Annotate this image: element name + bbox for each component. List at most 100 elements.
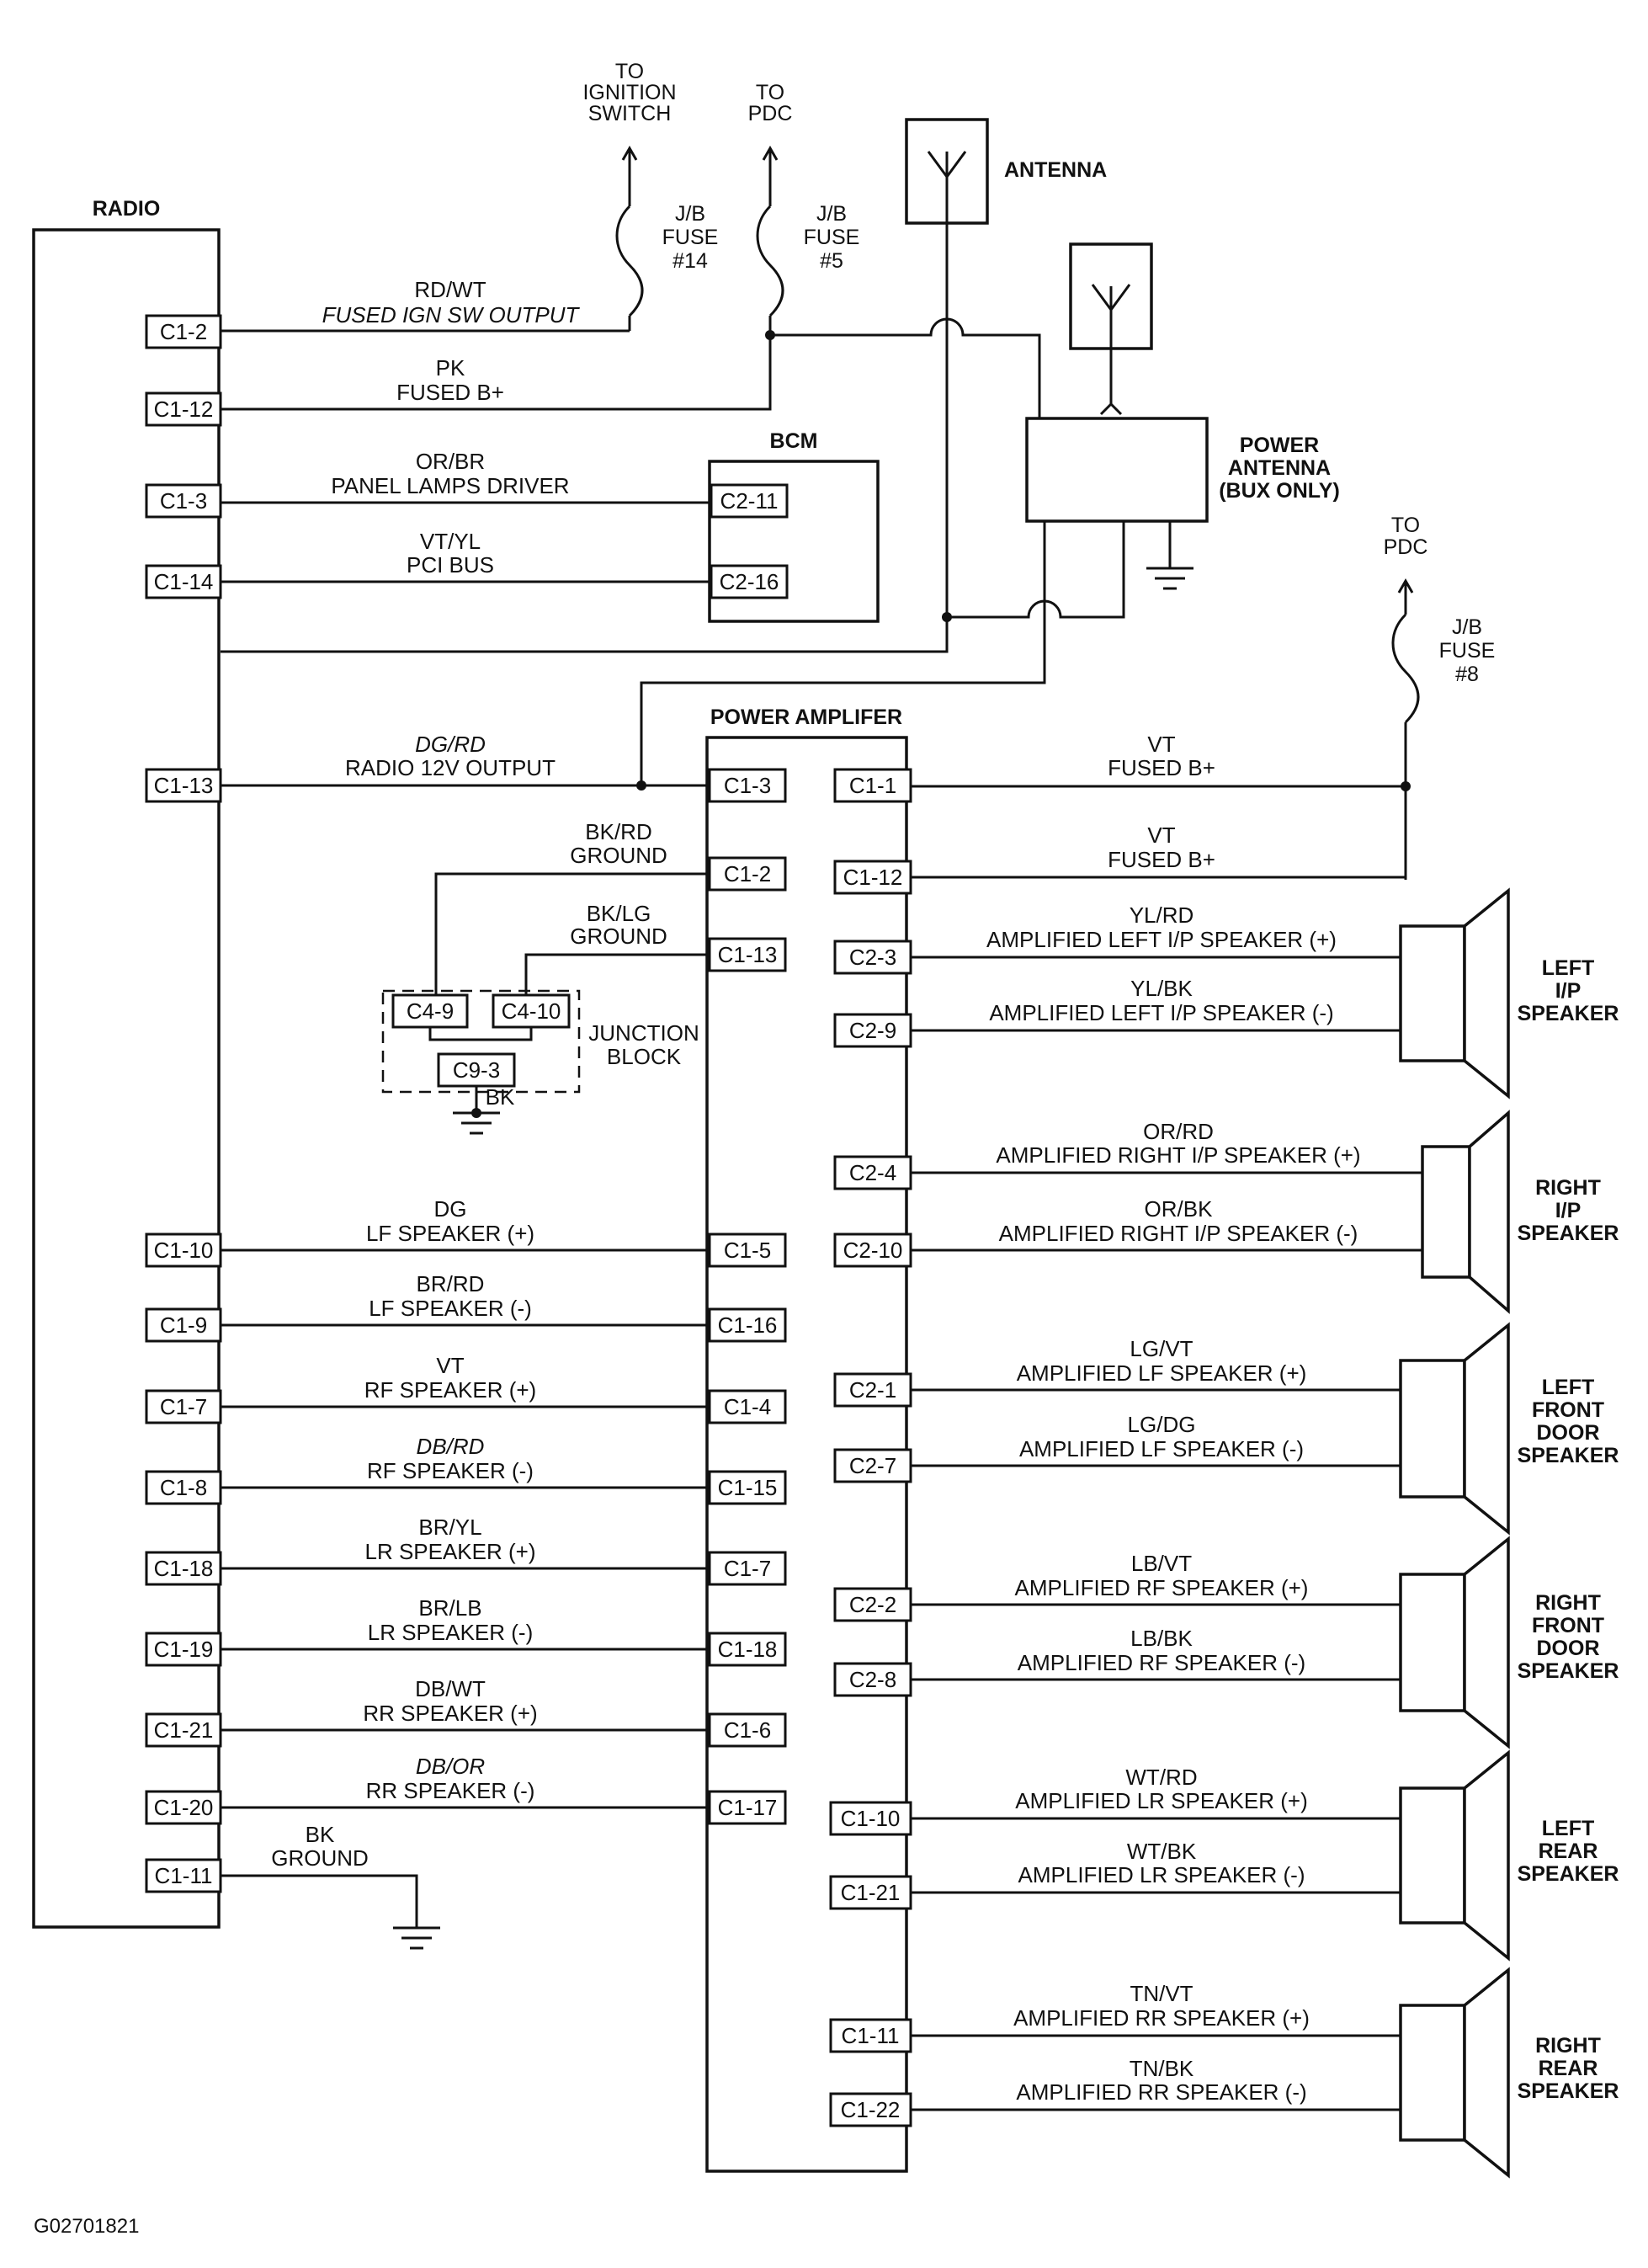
speaker-right-front-label-4: SPEAKER: [1518, 1659, 1619, 1683]
wire-dbrd-color: DB/RD: [417, 1434, 485, 1459]
amp-pin-c1-22: [829, 2092, 912, 2127]
amp-pin-c2-8-label: C2-8: [849, 1667, 896, 1692]
wire-rdwt-circuit: FUSED IGN SW OUTPUT: [322, 302, 581, 327]
amp-pin-c1-3: [708, 768, 787, 803]
radio-pin-c1-10-label: C1-10: [154, 1238, 214, 1263]
speaker-left-rear: C1-10 C1-21 WT/RD AMPLIFIED LR SPEAKER (…: [829, 1749, 1619, 1962]
wire-ylbk-color: YL/BK: [1130, 976, 1193, 1001]
wire-vt1-circuit: FUSED B+: [1108, 755, 1215, 780]
amp-pin-c2-3: [833, 940, 912, 975]
amp-pin-c1-15-label: C1-15: [718, 1475, 778, 1500]
amp-pin-c1-17: [708, 1790, 787, 1825]
radio-pin-c1-8-label: C1-8: [160, 1475, 207, 1500]
speaker-left-rear-label-2: REAR: [1539, 1839, 1598, 1863]
wire-vt-circuit: RF SPEAKER (+): [364, 1377, 536, 1403]
jb-pin-c9-3: [437, 1052, 516, 1088]
fuse-5-label-2: FUSE: [804, 226, 860, 249]
wire-dgrd-branch: [640, 521, 1046, 785]
speaker-left-rear-magnet: [1399, 1786, 1466, 1925]
bcm-pin-c2-11: [710, 483, 789, 519]
wire-rdwt-color: RD/WT: [414, 277, 486, 302]
junction-block: C4-9 C4-10 C9-3 JUNCTION BLOCK BK: [381, 989, 699, 1135]
fuse-8-label-3: #8: [1455, 663, 1479, 686]
wire-bk-ground-color: BK: [306, 1822, 335, 1847]
junction-block-outline: [381, 989, 581, 1094]
antenna-title: ANTENNA: [1004, 158, 1107, 182]
amp-pin-c2-9-label: C2-9: [849, 1018, 896, 1043]
jb-pin-c4-10-label: C4-10: [502, 998, 561, 1024]
speaker-right-front-label-1: RIGHT: [1535, 1591, 1601, 1615]
radio-pin-c1-19-label: C1-19: [154, 1637, 214, 1662]
speaker-left-ip: C2-3 C2-9 YL/RD AMPLIFIED LEFT I/P SPEAK…: [833, 887, 1619, 1099]
amp-pin-c2-7-label: C2-7: [849, 1453, 896, 1478]
amp-pin-c1-4: [708, 1389, 787, 1424]
wire-tnvt-circuit: AMPLIFIED RR SPEAKER (+): [1013, 2005, 1310, 2031]
wire-vt-color: VT: [436, 1353, 464, 1378]
speaker-left-front-label-4: SPEAKER: [1518, 1444, 1619, 1467]
amp-pin-c1-18-label: C1-18: [718, 1637, 778, 1662]
speaker-left-ip-label-2: I/P: [1555, 979, 1582, 1003]
speaker-icon: [1463, 1322, 1510, 1536]
wire-wtrd-color: WT/RD: [1125, 1765, 1197, 1790]
bcm-title: BCM: [770, 429, 818, 453]
wire-vtyl-color: VT/YL: [420, 529, 481, 554]
wire-brrd-color: BR/RD: [417, 1271, 485, 1296]
wire-orrd-color: OR/RD: [1143, 1119, 1214, 1144]
speaker-left-front-door: C2-1 C2-7 LG/VT AMPLIFIED LF SPEAKER (+)…: [833, 1322, 1619, 1536]
amp-pin-c1-6-label: C1-6: [724, 1717, 771, 1743]
wire-lbvt-color: LB/VT: [1131, 1551, 1192, 1576]
ignition-feed: TO IGNITION SWITCH J/B FUSE #14: [582, 60, 718, 331]
fuse-5-label-3: #5: [820, 249, 843, 273]
amp-pin-c1-1: [833, 768, 912, 803]
wire-dg-circuit: LF SPEAKER (+): [366, 1221, 534, 1246]
to-ignition-label-1: TO: [615, 60, 644, 83]
amp-pin-c1-7-label: C1-7: [724, 1556, 771, 1581]
to-ignition-label-3: SWITCH: [588, 102, 672, 125]
wire-lbvt-circuit: AMPLIFIED RF SPEAKER (+): [1015, 1575, 1309, 1600]
wire-pk-circuit: FUSED B+: [396, 380, 504, 405]
speaker-left-front-label-3: DOOR: [1537, 1421, 1600, 1445]
to-pdc-right-label-2: PDC: [1384, 535, 1428, 559]
radio-pin-c1-12: [145, 391, 222, 427]
speaker-right-rear: C1-11 C1-22 TN/VT AMPLIFIED RR SPEAKER (…: [829, 1967, 1619, 2179]
bcm-pin-c2-16-label: C2-16: [720, 569, 779, 594]
wire-dg-color: DG: [434, 1196, 467, 1222]
jb-pin-c9-3-label: C9-3: [453, 1057, 500, 1083]
ground-symbol-icon: [393, 1926, 440, 1950]
radio-title: RADIO: [93, 197, 161, 221]
amp-pin-c1-11-label: C1-11: [842, 2023, 900, 2048]
fuse-14-label-3: #14: [672, 249, 708, 273]
speaker-right-ip-label-3: SPEAKER: [1518, 1222, 1619, 1245]
amp-pin-c1-3-label: C1-3: [724, 773, 771, 798]
junction-block-label-1: JUNCTION: [588, 1020, 699, 1046]
radio-pin-c1-7-label: C1-7: [160, 1394, 207, 1419]
bcm-pin-c2-11-label: C2-11: [720, 488, 779, 514]
amp-pin-c1-21-label: C1-21: [841, 1880, 901, 1905]
wire-tnvt-color: TN/VT: [1130, 1981, 1193, 2006]
radio-module: RADIO: [32, 197, 221, 1929]
wire-bryl-color: BR/YL: [418, 1515, 481, 1540]
power-antenna-title-2: ANTENNA: [1228, 456, 1331, 480]
speaker-left-ip-label-1: LEFT: [1542, 956, 1595, 980]
jb-pin-c4-9-label: C4-9: [407, 998, 454, 1024]
amp-pin-c1-5: [708, 1232, 787, 1268]
radio-pin-c1-20-label: C1-20: [154, 1795, 214, 1820]
bcm-pin-c2-16: [710, 564, 789, 599]
radio-pin-c1-9-label: C1-9: [160, 1312, 207, 1338]
wire-lgvt-color: LG/VT: [1130, 1336, 1193, 1361]
wire-pk-branch: [770, 317, 1041, 418]
arrow-up-icon: [1397, 578, 1414, 615]
radio-pin-c1-14: [145, 564, 222, 599]
wire-dbor-circuit: RR SPEAKER (-): [366, 1778, 535, 1803]
wire-ylrd-circuit: AMPLIFIED LEFT I/P SPEAKER (+): [986, 927, 1337, 952]
amp-pin-c1-22-label: C1-22: [841, 2097, 901, 2122]
radio-pin-c1-2-label: C1-2: [160, 319, 207, 344]
amp-pin-c2-9: [833, 1013, 912, 1048]
amp-pin-c1-16-label: C1-16: [718, 1312, 778, 1338]
wire-bklg-color: BK/LG: [587, 901, 651, 926]
speaker-right-ip-magnet: [1421, 1145, 1471, 1279]
radio-pin-c1-3: [145, 483, 222, 519]
amp-pin-c2-1-label: C2-1: [849, 1377, 896, 1403]
radio-pin-c1-2: [145, 314, 222, 349]
